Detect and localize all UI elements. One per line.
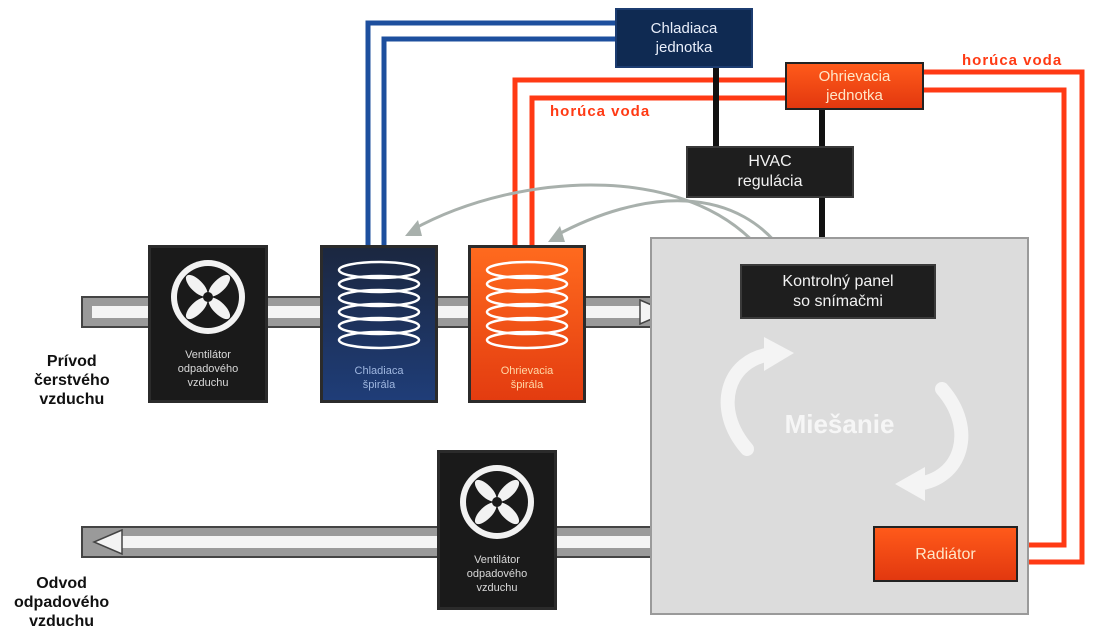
heating-unit: Ohrievacia jednotka (785, 62, 924, 110)
cooling-coil-label: Chladiaca špirála (354, 365, 404, 391)
fan-icon (460, 465, 534, 539)
exhaust-fan-unit: Ventilátor odpadového vzduchu (437, 450, 557, 610)
hot-water-label-left: horúca voda (550, 103, 651, 120)
supply-fan-unit: Ventilátor odpadového vzduchu (148, 245, 268, 403)
radiator: Radiátor (873, 526, 1018, 582)
heating-coil-icon (485, 260, 569, 350)
mixer-label: Miešanie (784, 409, 895, 439)
fresh-air-inlet-label: Prívod čerstvého vzduchu (34, 353, 110, 408)
cooling-unit: Chladiaca jednotka (615, 8, 753, 68)
heating-coil-label: Ohrievacia špirála (500, 365, 554, 391)
exhaust-outlet-label: Odvod odpadového vzduchu (14, 575, 110, 630)
exhaust-fan-label: Ventilátor odpadového vzduchu (466, 554, 528, 594)
hvac-control: HVAC regulácia (686, 146, 854, 198)
supply-fan-label: Ventilátor odpadového vzduchu (177, 349, 239, 389)
exhaust-flow-arrowhead (92, 528, 123, 556)
cooling-coil-icon (337, 260, 421, 350)
heating-coil-unit: Ohrievacia špirála (468, 245, 586, 403)
cooling-coil-unit: Chladiaca špirála (320, 245, 438, 403)
cold-water-pipes (365, 20, 615, 245)
fan-icon (171, 260, 245, 334)
mixing-arrows-icon (720, 337, 969, 501)
control-panel: Kontrolný panel so snímačmi (740, 264, 936, 319)
exhaust-duct-inner (110, 536, 650, 548)
hot-water-pipes (512, 69, 1085, 565)
feedback-arrowhead-heating (548, 226, 565, 242)
sensor-feedback-arrows (411, 183, 792, 263)
feedback-arrowhead-cooling (405, 220, 422, 236)
hot-water-label-right: horúca voda (962, 52, 1063, 69)
